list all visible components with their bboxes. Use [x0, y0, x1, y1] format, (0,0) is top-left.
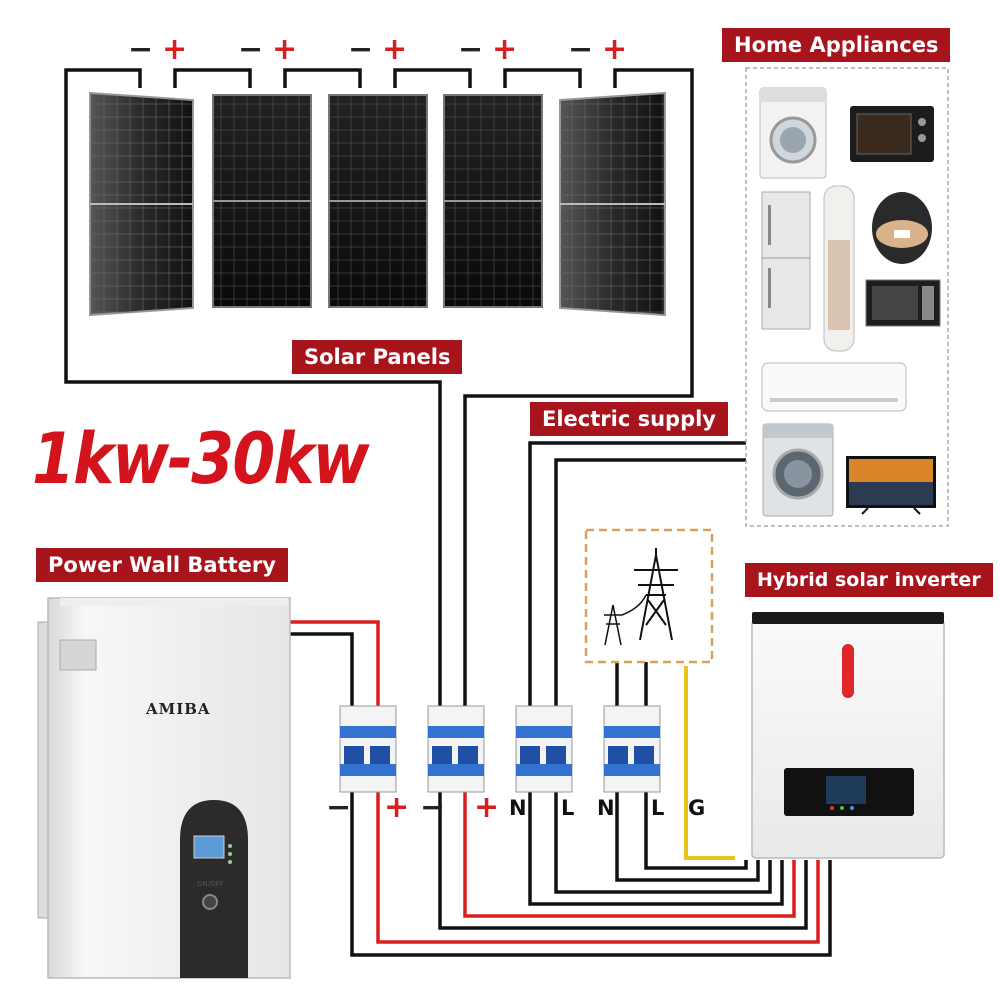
terminal-label: + — [474, 790, 500, 825]
circuit-breaker-icon — [427, 705, 485, 793]
appliances-panel — [745, 67, 949, 527]
panel-minus: − — [568, 32, 594, 67]
panel-plus: + — [162, 32, 188, 67]
panel-plus: + — [492, 32, 518, 67]
battery-brand-logo: AMIBA — [146, 700, 211, 718]
television-icon — [846, 456, 936, 515]
power-wall-battery — [37, 597, 291, 979]
capacity-title: 1kw-30kw — [32, 418, 370, 500]
terminal-label: G — [688, 796, 706, 820]
solar-panels-label: Solar Panels — [292, 340, 463, 374]
solar-panel-icon — [89, 91, 194, 317]
circuit-breaker-icon — [603, 705, 661, 793]
washing-machine-icon — [759, 87, 827, 179]
circuit-breaker-icon — [515, 705, 573, 793]
inverter-bus-wires — [350, 666, 832, 957]
microwave-icon — [865, 279, 941, 327]
terminal-label: − — [326, 790, 352, 825]
terminal-label: L — [561, 796, 575, 820]
hybrid-inverter — [751, 612, 945, 859]
solar-panel-icon — [559, 91, 666, 317]
air-conditioner-icon — [761, 362, 907, 412]
panel-minus: − — [238, 32, 264, 67]
terminal-label: L — [651, 796, 665, 820]
washing-machine-icon — [762, 423, 834, 517]
panel-plus: + — [272, 32, 298, 67]
battery-wires — [285, 620, 380, 706]
panel-minus: − — [348, 32, 374, 67]
solar-panel-icon — [443, 94, 543, 308]
refrigerator-icon — [761, 191, 811, 330]
home-appliances-label: Home Appliances — [722, 28, 951, 62]
terminal-label: N — [597, 796, 615, 820]
terminal-label: − — [420, 790, 446, 825]
solar-panel-icon — [328, 94, 428, 308]
solar-panel-icon — [212, 94, 312, 308]
grid-box — [584, 528, 714, 664]
electric-supply-label: Electric supply — [530, 402, 728, 436]
oven-icon — [850, 106, 934, 162]
breaker-row — [339, 705, 661, 793]
power-wall-battery-label: Power Wall Battery — [36, 548, 288, 582]
panel-plus: + — [382, 32, 408, 67]
rice-cooker-icon — [872, 192, 932, 264]
panel-minus: − — [128, 32, 154, 67]
battery-switch-label: ON/OFF — [197, 880, 224, 888]
circuit-breaker-icon — [339, 705, 397, 793]
hybrid-inverter-label: Hybrid solar inverter — [745, 563, 993, 597]
panel-minus: − — [458, 32, 484, 67]
transmission-tower-icon — [634, 548, 678, 641]
terminal-label: N — [509, 796, 527, 820]
transmission-tower-icon — [604, 594, 647, 646]
panel-plus: + — [602, 32, 628, 67]
terminal-label: + — [384, 790, 410, 825]
air-purifier-icon — [823, 185, 855, 352]
panel-string-wires — [64, 68, 748, 708]
solar-panel-array — [89, 91, 666, 317]
